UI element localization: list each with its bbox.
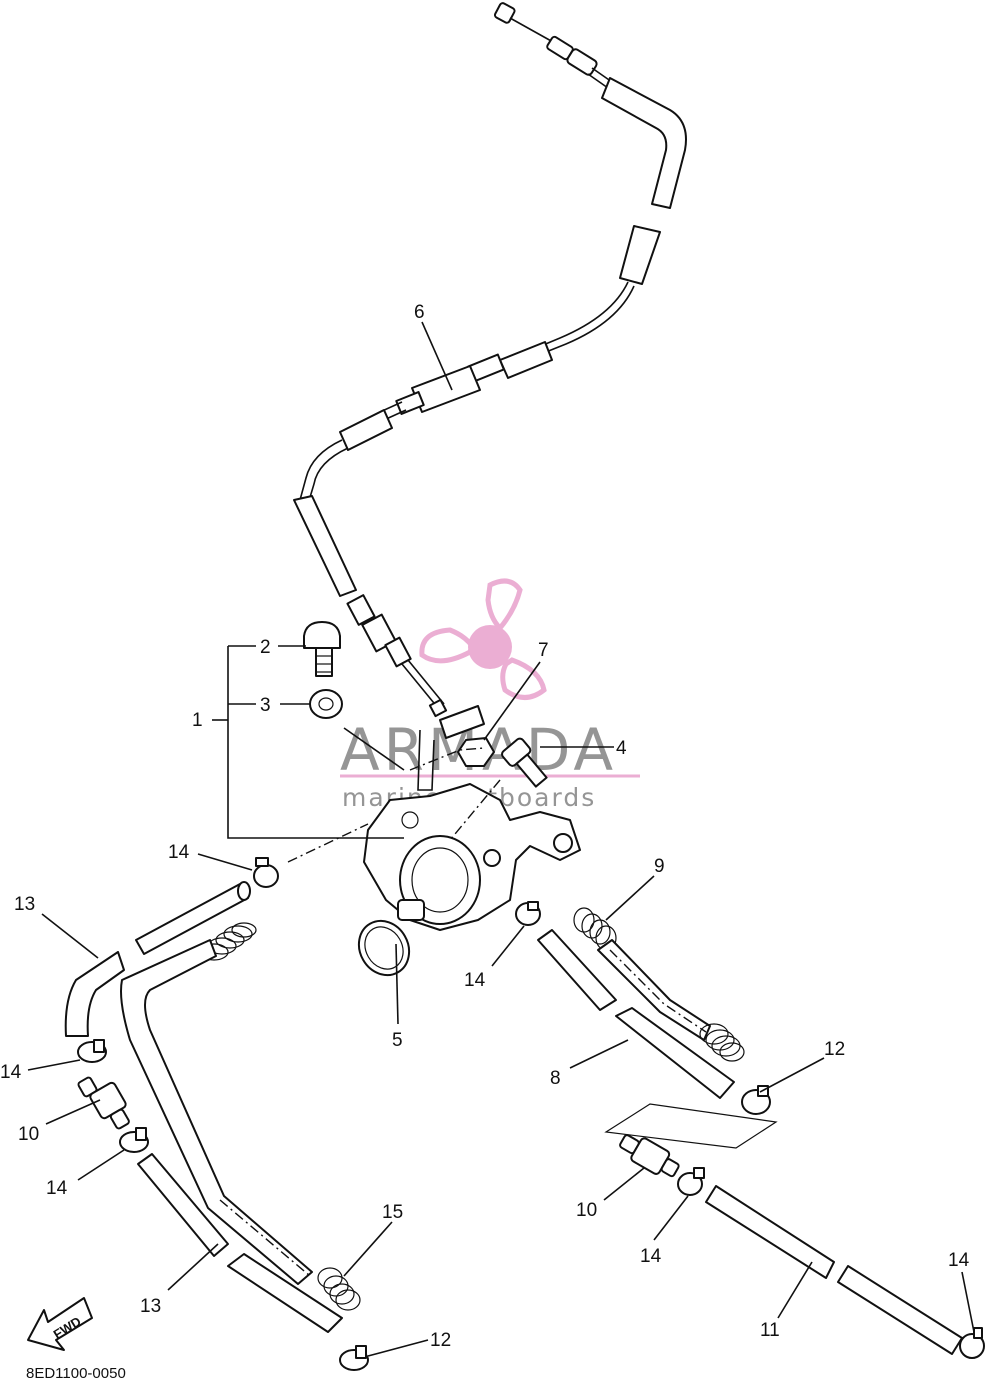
callout-14-far-right: 14: [948, 1250, 970, 1271]
callout-labels: 1 2 3 4 5 6 7 8 9 10 10 11 12 12 13 13 1…: [0, 302, 970, 1351]
fwd-arrow-icon: FWD: [27, 1297, 93, 1351]
diagram-code: 8ED1100-0050: [26, 1365, 126, 1382]
callout-14-left: 14: [0, 1062, 22, 1083]
callout-11: 11: [760, 1320, 780, 1341]
callout-3: 3: [260, 695, 271, 716]
callout-10-left: 10: [18, 1124, 39, 1145]
callout-12-bottom: 12: [430, 1330, 451, 1351]
callout-14-top: 14: [168, 842, 190, 863]
callout-14-center: 14: [464, 970, 486, 991]
washer-3: [309, 689, 343, 719]
propeller-icon: [419, 578, 547, 700]
callout-5: 5: [392, 1030, 403, 1051]
callout-14-right: 14: [640, 1246, 662, 1267]
callout-1: 1: [192, 710, 203, 731]
callout-2: 2: [260, 637, 271, 658]
leader-lines: [27, 321, 975, 1357]
bolt-4: [501, 737, 548, 788]
callout-14-lower-left: 14: [46, 1178, 68, 1199]
callout-13-bottom: 13: [140, 1296, 161, 1317]
watermark-logo: ARMADA marine outboards: [340, 578, 640, 812]
callout-8: 8: [550, 1068, 561, 1089]
left-hoses: [64, 857, 369, 1371]
callout-12-right: 12: [824, 1039, 845, 1060]
callout-6: 6: [414, 302, 425, 323]
callout-15: 15: [382, 1202, 403, 1223]
o-ring-5: [357, 919, 411, 977]
oil-pump-assembly: [287, 705, 581, 931]
throttle-cable: [293, 2, 687, 718]
callout-10-right: 10: [576, 1200, 597, 1221]
callout-4: 4: [616, 738, 627, 759]
callout-13-top: 13: [14, 894, 35, 915]
callout-9: 9: [654, 856, 665, 877]
callout-7: 7: [538, 640, 549, 661]
right-hoses: [515, 901, 985, 1359]
bolt-2: [303, 621, 341, 677]
